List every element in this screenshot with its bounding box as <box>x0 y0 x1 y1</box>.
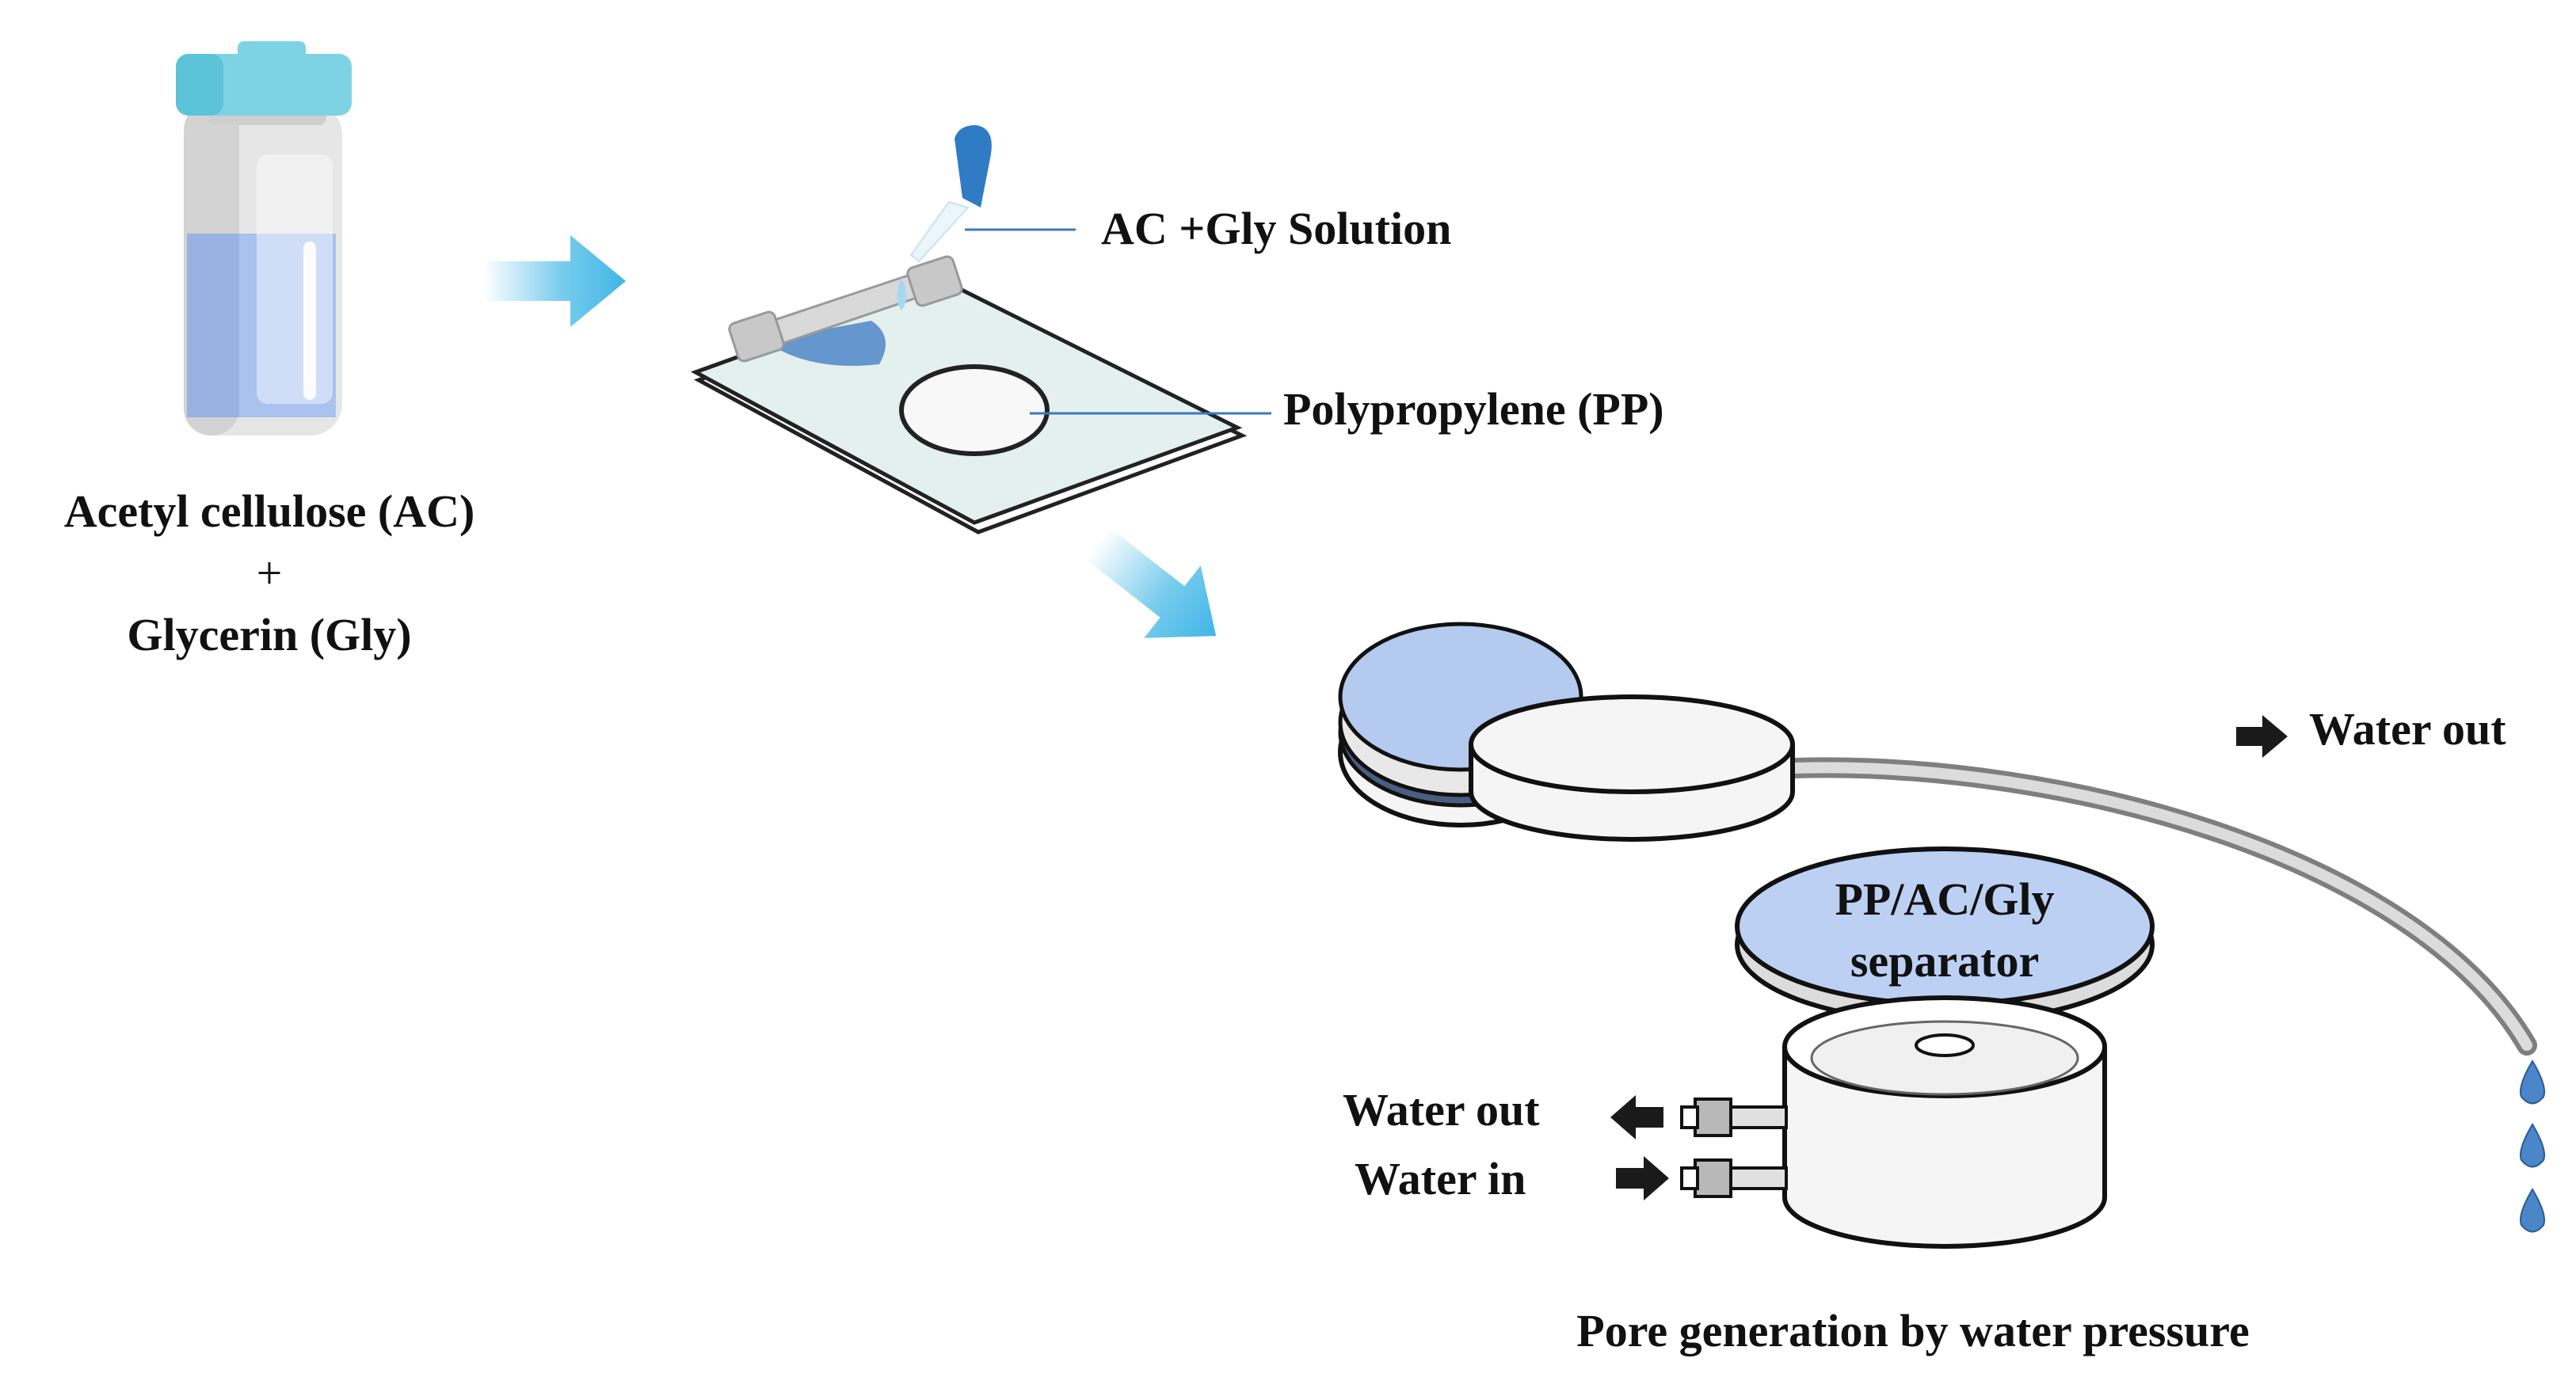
pipette-icon <box>897 125 992 310</box>
water-out-top-label: Water out <box>2309 703 2506 755</box>
material-label-line2: Glycerin (Gly) <box>127 609 412 660</box>
solution-label: AC +Gly Solution <box>1101 203 1452 254</box>
arrow-down-right-icon <box>1085 527 1217 638</box>
substrate-label: Polypropylene (PP) <box>1283 383 1664 435</box>
vial-icon <box>176 41 352 436</box>
material-label-line1: Acetyl cellulose (AC) <box>63 485 475 537</box>
water-out-side-label: Water out <box>1343 1084 1540 1136</box>
separator-label-line1: PP/AC/Gly <box>1835 873 2055 925</box>
arrow-right-icon-in <box>1616 1156 1669 1200</box>
arrow-left-icon <box>1610 1095 1663 1139</box>
arrow-right-icon-top <box>2236 715 2288 758</box>
separator-label-line2: separator <box>1850 935 2040 987</box>
pp-disc <box>899 364 1050 456</box>
droplet-icon <box>2520 1060 2545 1233</box>
holder-cylinder <box>1782 995 2107 1249</box>
separator-in-holder <box>1735 846 2155 1025</box>
inlet-port <box>1680 1158 1788 1198</box>
top-cap <box>1469 694 2537 1056</box>
water-in-side-label: Water in <box>1355 1153 1526 1204</box>
outlet-port <box>1680 1098 1788 1137</box>
material-label-plus: + <box>256 547 283 599</box>
arrow-right-icon <box>483 235 626 327</box>
caption: Pore generation by water pressure <box>1576 1305 2250 1356</box>
